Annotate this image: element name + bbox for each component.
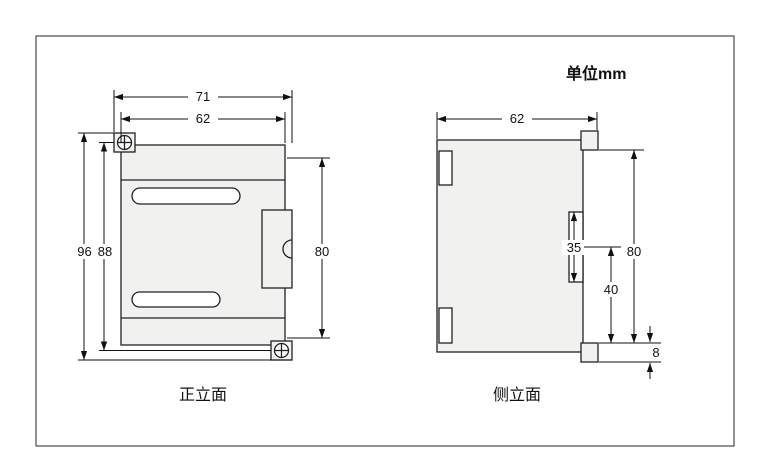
dim-front-height-body: 80 — [287, 157, 335, 339]
dim-label: 96 — [77, 244, 91, 259]
dim-front-width-body: 62 — [120, 111, 286, 143]
dim-label: 88 — [98, 244, 112, 259]
dim-front-height-mounting: 88 — [95, 142, 271, 351]
dim-label-bg — [188, 89, 218, 104]
dim-side-rail-to-bottom: 40 — [584, 246, 624, 343]
dim-label-bg — [502, 111, 532, 126]
front-connector-notch — [282, 239, 293, 259]
dim-side-rail: 35 — [562, 212, 586, 282]
dim-label: 62 — [196, 111, 210, 126]
side-clip-tab-top — [580, 130, 599, 151]
dim-label-bg — [621, 244, 647, 259]
dim-label-bg — [562, 240, 586, 255]
side-body — [436, 139, 584, 353]
side-clip-tab-bottom — [580, 342, 599, 363]
front-screw-tab-bottom — [270, 340, 293, 361]
dim-label: 80 — [315, 244, 329, 259]
front-connector — [261, 209, 293, 289]
front-slot-top — [131, 187, 241, 205]
front-screw-tab-top — [113, 132, 136, 153]
dim-front-width-outer: 71 — [113, 89, 293, 143]
dim-label: 8 — [652, 345, 659, 360]
dim-label: 71 — [196, 89, 210, 104]
dim-side-height-body: 80 — [599, 149, 661, 344]
dim-side-depth: 62 — [436, 111, 598, 139]
dim-front-height-overall: 96 — [73, 132, 292, 361]
front-body — [120, 144, 286, 346]
unit-label: 单位mm — [566, 64, 626, 83]
front-view-caption: 正立面 — [179, 386, 227, 404]
dim-side-clip-tab: 8 — [599, 326, 661, 379]
front-slot-bottom — [131, 291, 221, 308]
dim-label-bg — [73, 244, 96, 259]
dim-label-bg — [95, 244, 116, 259]
side-terminal-bottom — [438, 307, 453, 344]
dim-label: 62 — [510, 111, 524, 126]
dim-label: 80 — [627, 244, 641, 259]
side-view-caption: 侧立面 — [493, 386, 541, 404]
dim-label-bg — [598, 282, 624, 297]
side-terminal-top — [438, 150, 453, 186]
dim-label-bg — [188, 111, 218, 126]
dim-label: 35 — [567, 240, 581, 255]
side-view: 62 35 80 40 8 侧立面 — [436, 111, 661, 404]
front-view: 71 62 96 88 — [73, 89, 335, 404]
dim-label-bg — [309, 244, 335, 259]
dim-label: 40 — [604, 282, 618, 297]
